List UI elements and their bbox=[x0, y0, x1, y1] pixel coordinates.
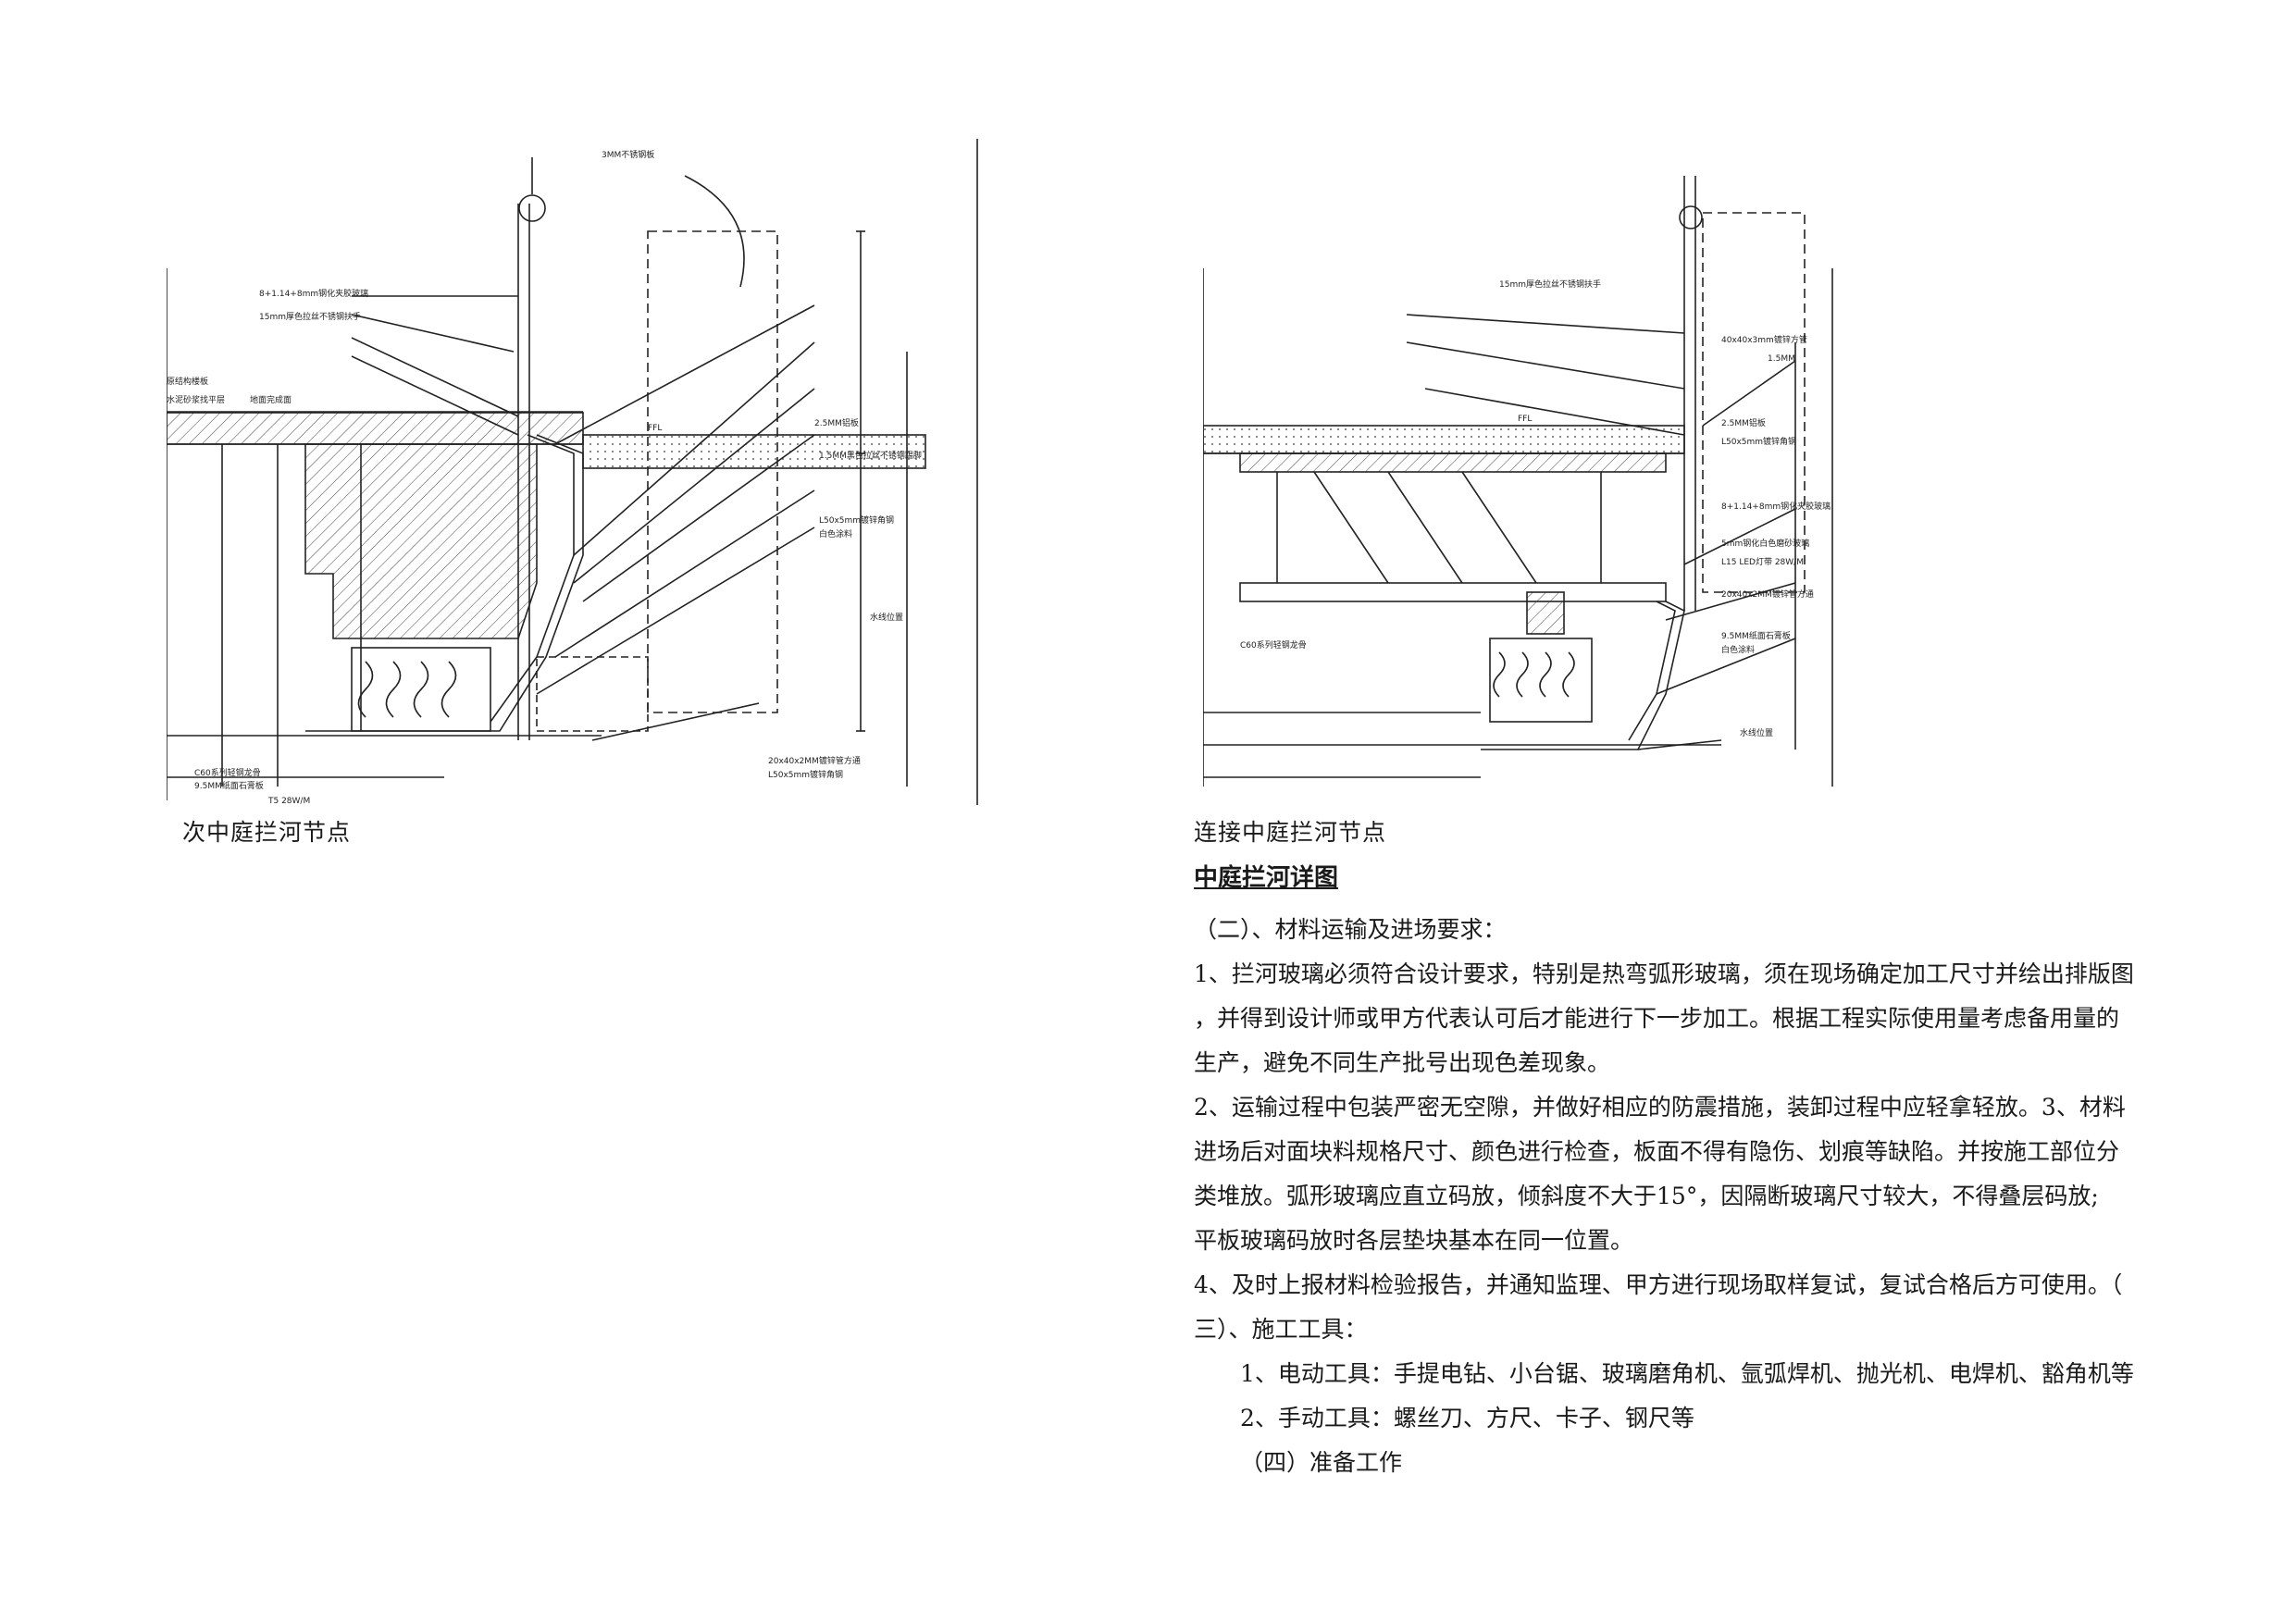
para-4b: 三）、施工工具： bbox=[1194, 1316, 1368, 1343]
label-r-2: 15mm厚色拉丝不锈钢扶手 bbox=[1499, 279, 1601, 290]
label-r-11: 水线位置 bbox=[1740, 727, 1773, 738]
label-l-8: 15mm厚色拉丝不锈钢扶手 bbox=[259, 311, 361, 322]
label-r-13: 1.5MM bbox=[1768, 354, 1795, 364]
subtitle-2: （二）、材料运输及进场要求： bbox=[1194, 916, 1507, 943]
para-2d: 平板玻璃码放时各层垫块基本在同一位置。 bbox=[1194, 1227, 1634, 1254]
drawing-right-svg: 2.5MM铝板 8+1.14+8mm钢化夹胶玻璃 15mm厚色拉丝不锈钢扶手 L… bbox=[1203, 176, 1833, 787]
label-r-7: 20x40x2MM镀锌管方通 bbox=[1721, 588, 1814, 600]
label-l-3: L50x5mm镀锌角钢 bbox=[819, 514, 894, 526]
label-r-8: 9.5MM纸面石膏板 bbox=[1721, 630, 1791, 641]
label-r-9: 白色涂料 bbox=[1721, 644, 1755, 655]
drawing-left-labels: 3MM不锈钢板 2.5MM铝板 1.5MM黑色拉丝不锈钢踢脚 L50x5mm镀锌… bbox=[167, 149, 922, 806]
label-l-2: 1.5MM黑色拉丝不锈钢踢脚 bbox=[819, 450, 922, 461]
label-l-5: 地面完成面 bbox=[250, 394, 292, 405]
para-1a: 1、拦河玻璃必须符合设计要求，特别是热弯弧形玻璃，须在现场确定加工尺寸并绘出排版… bbox=[1194, 960, 2134, 987]
section-title: 中庭拦河详图 bbox=[1194, 864, 1339, 892]
tool-1: 1、电动工具：手提电钻、小台锯、玻璃磨角机、氩弧焊机、抛光机、电焊机、豁角机等 bbox=[1240, 1360, 2134, 1387]
tool-2: 2、手动工具：螺丝刀、方尺、卡子、钢尺等 bbox=[1240, 1405, 1694, 1431]
drawing-right-labels: 2.5MM铝板 8+1.14+8mm钢化夹胶玻璃 15mm厚色拉丝不锈钢扶手 L… bbox=[1240, 279, 1831, 738]
caption-right: 连接中庭拦河节点 bbox=[1194, 819, 1387, 846]
para-1b: ，并得到设计师或甲方代表认可后才能进行下一步加工。根据工程实际使用量考虑备用量的 bbox=[1194, 1005, 2120, 1032]
label-l-9: 20x40x2MM镀锌管方通 bbox=[768, 755, 861, 766]
label-l-6: 原结构楼板 bbox=[167, 376, 208, 387]
label-l-13: 9.5MM纸面石膏板 bbox=[194, 780, 264, 791]
para-1c: 生产，避免不同生产批号出现色差现象。 bbox=[1194, 1049, 1611, 1076]
label-r-12: FFL bbox=[1518, 415, 1532, 424]
label-l-1: 2.5MM铝板 bbox=[814, 417, 859, 428]
label-r-3: L50x5mm镀锌角钢 bbox=[1721, 436, 1796, 447]
caption-left: 次中庭拦河节点 bbox=[182, 819, 352, 846]
para-2c: 类堆放。弧形玻璃应直立码放，倾斜度不大于15°，因隔断玻璃尺寸较大，不得叠层码放… bbox=[1194, 1183, 2099, 1209]
sub-4: （四）准备工作 bbox=[1240, 1449, 1403, 1476]
label-l-11: L50x5mm镀锌角钢 bbox=[768, 769, 843, 780]
label-l-10: 白色涂料 bbox=[819, 528, 852, 539]
label-l-12: C60系列轻钢龙骨 bbox=[194, 767, 261, 778]
para-2b: 进场后对面块料规格尺寸、颜色进行检查，板面不得有隐伤、划痕等缺陷。并按施工部位分 bbox=[1194, 1138, 2120, 1165]
para-4a: 4、及时上报材料检验报告，并通知监理、甲方进行现场取样复试，复试合格后方可使用。… bbox=[1194, 1271, 2123, 1298]
para-2a: 2、运输过程中包装严密无空隙，并做好相应的防震措施，装卸过程中应轻拿轻放。3、材… bbox=[1194, 1094, 2126, 1121]
label-l-15: 水线位置 bbox=[870, 612, 903, 623]
label-l-4: 水泥砂浆找平层 bbox=[167, 394, 225, 405]
label-l-14: T5 28W/M bbox=[267, 797, 310, 806]
label-l-7: 8+1.14+8mm钢化夹胶玻璃 bbox=[259, 288, 368, 299]
drawing-left-svg: 3MM不锈钢板 2.5MM铝板 1.5MM黑色拉丝不锈钢踢脚 L50x5mm镀锌… bbox=[167, 139, 978, 806]
drawing-right: 2.5MM铝板 8+1.14+8mm钢化夹胶玻璃 15mm厚色拉丝不锈钢扶手 L… bbox=[1203, 176, 1851, 814]
label-r-5: 5mm钢化白色磨砂玻璃 bbox=[1721, 538, 1809, 549]
label-l-0: 3MM不锈钢板 bbox=[602, 149, 654, 160]
label-r-0: 2.5MM铝板 bbox=[1721, 417, 1766, 428]
label-r-10: C60系列轻钢龙骨 bbox=[1240, 639, 1307, 650]
label-l-16: FFL bbox=[648, 424, 662, 433]
document-body: 中庭拦河详图 （二）、材料运输及进场要求： 1、拦河玻璃必须符合设计要求，特别是… bbox=[1194, 856, 2156, 1485]
label-r-1: 8+1.14+8mm钢化夹胶玻璃 bbox=[1721, 501, 1831, 512]
label-r-6: L15 LED灯带 28W/M bbox=[1721, 557, 1804, 567]
drawing-left: 3MM不锈钢板 2.5MM铝板 1.5MM黑色拉丝不锈钢踢脚 L50x5mm镀锌… bbox=[167, 139, 999, 814]
label-r-4: 40x40x3mm镀锌方管 bbox=[1721, 334, 1807, 345]
